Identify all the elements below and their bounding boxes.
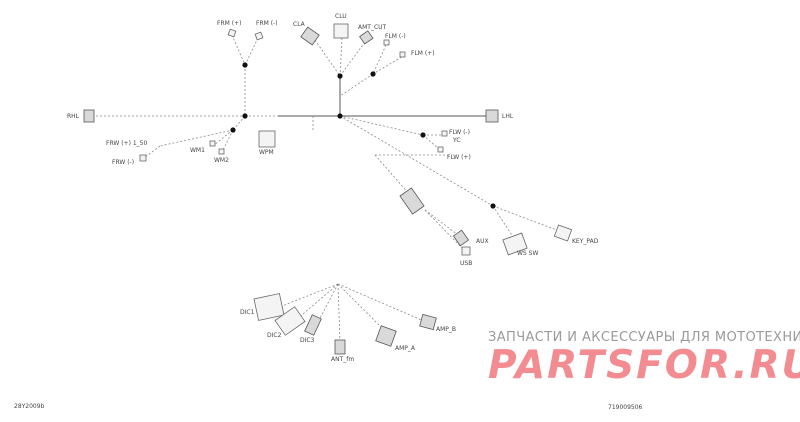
label-ws-sw: WS SW [517, 250, 538, 257]
watermark-tagline: ЗАПЧАСТИ И АКСЕССУАРЫ ДЛЯ МОТОТЕХНИКИ [488, 330, 800, 345]
label-frw-plus: FRW (+) 1_50 [106, 140, 147, 147]
label-flm-minus: FLM (-) [385, 33, 406, 40]
connectors [83, 23, 573, 355]
label-lhl: LHL [502, 113, 514, 120]
label-frw-minus: FRW (-) [112, 159, 134, 166]
drawing-code-left: 28Y2009b [14, 403, 45, 410]
label-flw-minus: FLW (-) [449, 129, 470, 136]
label-aux: AUX [476, 238, 489, 245]
label-frm-minus: FRM (-) [256, 20, 278, 27]
label-wm1: WM1 [190, 147, 205, 154]
label-amt-cut: AMT_CUT [358, 24, 387, 31]
watermark: ЗАПЧАСТИ И АКСЕССУАРЫ ДЛЯ МОТОТЕХНИКИ PA… [488, 330, 800, 388]
label-frm-plus: FRM (+) [217, 20, 241, 27]
label-usb: USB [460, 260, 472, 267]
harness-wires [92, 34, 563, 343]
junction-nodes [230, 62, 496, 209]
component-labels: FRM (+) FRM (-) CLA CLU AMT_CUT FLM (-) … [67, 13, 599, 363]
label-dic2: DIC2 [267, 332, 282, 339]
label-flm-plus: FLM (+) [411, 50, 435, 57]
drawing-code-right: 719009506 [608, 404, 643, 411]
label-amp-b: AMP_B [436, 326, 456, 333]
label-key-pad: KEY_PAD [572, 238, 599, 245]
label-amp-a: AMP_A [395, 345, 416, 352]
label-dic1: DIC1 [240, 309, 255, 316]
label-wm2: WM2 [214, 157, 229, 164]
label-flw-plus: FLW (+) [447, 154, 471, 161]
label-yc: YC [452, 137, 461, 144]
label-wpm: WPM [259, 149, 274, 156]
label-cla: CLA [293, 21, 306, 28]
label-ant-fm: ANT_fm [331, 356, 354, 363]
label-clu: CLU [335, 13, 347, 20]
label-dic3: DIC3 [300, 337, 315, 344]
label-rhl: RHL [67, 113, 80, 120]
watermark-brand: PARTSFOR.RU [488, 343, 800, 388]
